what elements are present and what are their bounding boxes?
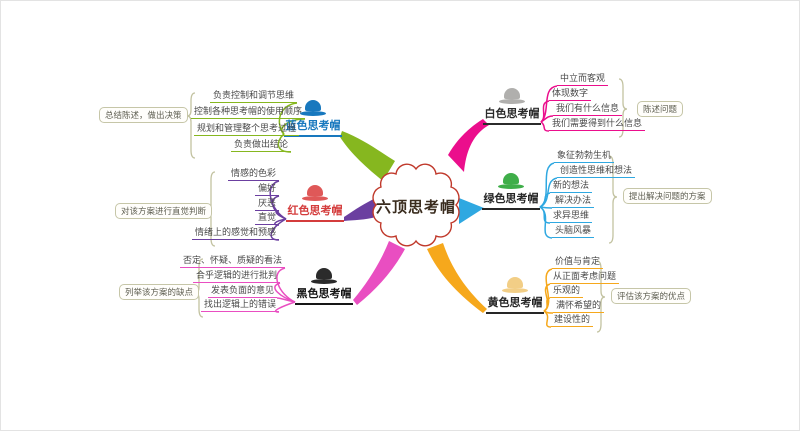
- leaf-item[interactable]: 我们需要得到什么信息: [549, 118, 646, 131]
- white-group-brace: [618, 78, 628, 138]
- branch-label: 绿色思考帽: [482, 189, 540, 210]
- branch-curve-black: [353, 241, 405, 305]
- branch-curve-green: [459, 198, 484, 224]
- green-hat-icon: [498, 173, 524, 189]
- leaf-item[interactable]: 中立而客观: [557, 73, 609, 86]
- branch-curve-white: [448, 119, 489, 172]
- red-hat-icon: [302, 185, 328, 201]
- leaf-item[interactable]: 发表负面的意见: [207, 285, 277, 298]
- leaf-item[interactable]: 找出逻辑上的错误: [200, 299, 279, 312]
- leaf-item[interactable]: 求异思维: [550, 210, 593, 223]
- branch-label: 蓝色思考帽: [284, 116, 342, 137]
- leaf-item[interactable]: 规划和管理整个思考过程: [193, 123, 299, 136]
- leaf-item[interactable]: 乐观的: [550, 285, 584, 298]
- white-sub-branches: [540, 85, 558, 132]
- branch-node-green[interactable]: 绿色思考帽: [482, 173, 540, 210]
- leaf-item[interactable]: 直觉: [254, 212, 279, 225]
- branch-curve-red: [344, 198, 376, 221]
- branch-label: 黄色思考帽: [486, 293, 544, 314]
- leaf-item[interactable]: 新的想法: [550, 180, 593, 193]
- black-hat-icon: [311, 268, 337, 284]
- leaf-item[interactable]: 建设性的: [551, 314, 594, 327]
- summary-box-green[interactable]: 提出解决问题的方案: [623, 188, 712, 204]
- leaf-item[interactable]: 负责控制和调节思维: [209, 90, 297, 103]
- branch-label: 白色思考帽: [483, 104, 541, 125]
- leaf-item[interactable]: 创造性思维和想法: [557, 165, 636, 178]
- leaf-item[interactable]: 头脑风暴: [552, 225, 595, 238]
- leaf-item[interactable]: 厌恶: [254, 198, 279, 211]
- green-sub-branches: [539, 162, 558, 239]
- yellow-hat-icon: [502, 277, 528, 293]
- yellow-sub-branches: [543, 268, 554, 328]
- leaf-item[interactable]: 控制各种思考帽的使用顺序: [190, 106, 305, 119]
- leaf-item[interactable]: 负责做出结论: [230, 139, 291, 152]
- leaf-item[interactable]: 合乎逻辑的进行批判: [192, 270, 280, 283]
- branch-node-black[interactable]: 黑色思考帽: [295, 268, 353, 305]
- branch-node-white[interactable]: 白色思考帽: [483, 88, 541, 125]
- leaf-item[interactable]: 满怀希望的: [553, 300, 605, 313]
- branch-node-yellow[interactable]: 黄色思考帽: [486, 277, 544, 314]
- leaf-item[interactable]: 从正面考虑问题: [550, 271, 620, 284]
- leaf-item[interactable]: 象征勃勃生机: [554, 150, 615, 163]
- branch-curve-yellow: [427, 243, 487, 313]
- branch-node-blue[interactable]: 蓝色思考帽: [284, 100, 342, 137]
- summary-box-red[interactable]: 对该方案进行直觉判断: [115, 203, 213, 219]
- leaf-item[interactable]: 解决办法: [552, 195, 595, 208]
- yellow-group-brace: [596, 260, 606, 333]
- white-hat-icon: [499, 88, 525, 104]
- leaf-item[interactable]: 体现数字: [549, 88, 592, 101]
- leaf-item[interactable]: 偏好: [254, 183, 279, 196]
- blue-hat-icon: [300, 100, 326, 116]
- summary-box-blue[interactable]: 总结陈述，做出决策: [99, 107, 188, 123]
- summary-box-black[interactable]: 列举该方案的缺点: [119, 284, 200, 300]
- green-group-brace: [608, 155, 618, 244]
- branch-curve-blue: [340, 131, 395, 181]
- branch-node-red[interactable]: 红色思考帽: [286, 185, 344, 222]
- center-node-shape[interactable]: [372, 163, 460, 247]
- leaf-item[interactable]: 否定、怀疑、质疑的看法: [179, 255, 285, 268]
- summary-box-yellow[interactable]: 评估该方案的优点: [611, 288, 692, 304]
- leaf-item[interactable]: 情感的色彩: [227, 168, 279, 181]
- leaf-item[interactable]: 价值与肯定: [552, 256, 604, 269]
- summary-box-white[interactable]: 陈述问题: [637, 101, 684, 117]
- center-topic[interactable]: 六顶思考帽: [375, 199, 456, 216]
- leaf-item[interactable]: 情绪上的感觉和预感: [191, 227, 279, 240]
- leaf-item[interactable]: 我们有什么信息: [553, 103, 623, 116]
- branch-label: 红色思考帽: [286, 201, 344, 222]
- branch-label: 黑色思考帽: [295, 284, 353, 305]
